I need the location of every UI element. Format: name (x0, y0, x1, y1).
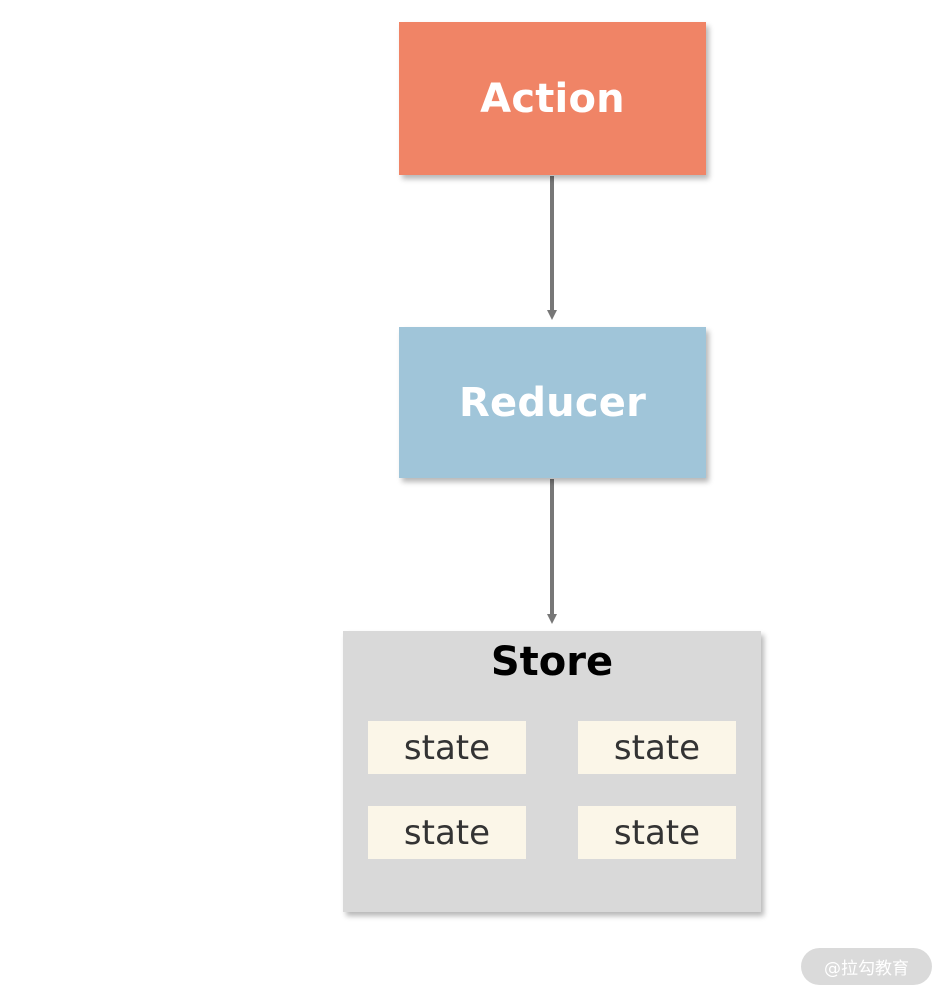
state-box: state (578, 721, 736, 774)
action-node: Action (399, 22, 706, 175)
state-box: state (578, 806, 736, 859)
reducer-label: Reducer (458, 379, 646, 426)
watermark-badge: @拉勾教育 (801, 948, 932, 985)
state-box: state (368, 806, 526, 859)
store-title: Store (490, 639, 614, 685)
reducer-node: Reducer (399, 327, 706, 478)
store-container: Store state state state state (343, 631, 761, 912)
action-label: Action (480, 75, 625, 122)
state-box: state (368, 721, 526, 774)
